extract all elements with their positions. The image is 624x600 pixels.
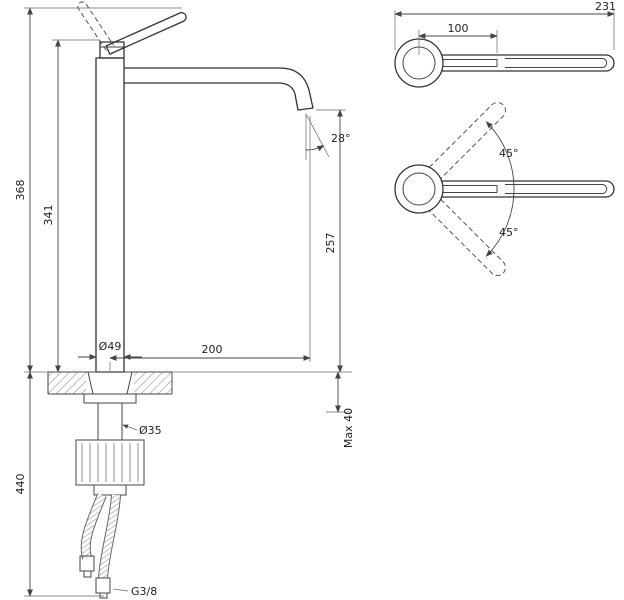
hoses — [79, 493, 121, 599]
front-view: 28° — [14, 1, 355, 599]
hose-fitting-right — [95, 577, 111, 594]
under-deck-assembly — [75, 393, 145, 496]
swing-hub-outer — [394, 164, 444, 214]
swing-down-label: 45° — [499, 226, 519, 239]
flange — [83, 393, 137, 404]
handle-plan-lever — [440, 54, 615, 72]
deck-hatch-left — [48, 372, 86, 394]
dim-grip-length: 100 — [418, 22, 498, 55]
mounting-nut — [75, 439, 145, 486]
dim-body-height: 341 — [42, 39, 100, 373]
handle-length-label: 231 — [595, 0, 616, 13]
top-view-handle: 231 100 — [394, 0, 616, 88]
dim-total-height: 368 — [14, 7, 182, 373]
handle-swing-down-dashed — [428, 198, 506, 276]
threaded-shank — [97, 402, 123, 441]
swing-up-label: 45° — [499, 147, 519, 160]
total-height-label: 368 — [14, 180, 27, 201]
shank-diameter-label: Ø35 — [139, 424, 162, 437]
outlet-height-label: 257 — [324, 233, 337, 254]
dim-outlet-height: 257 — [172, 109, 352, 373]
deck-max-label: Max 40 — [342, 408, 355, 448]
below-deck-label: 440 — [14, 474, 27, 495]
dim-shank-diameter: Ø35 — [122, 424, 162, 437]
dim-handle-length: 231 — [394, 0, 616, 50]
dim-deck-max: Max 40 — [326, 371, 355, 448]
body-height-label: 341 — [42, 205, 55, 226]
spout — [123, 67, 314, 111]
swing-lever-detail — [442, 184, 608, 194]
deck-nut — [87, 371, 133, 395]
faucet-body — [95, 57, 125, 373]
reach-label: 200 — [202, 343, 223, 356]
dim-swing-angles: 45° 45° — [485, 121, 519, 257]
dim-stream-angle: 28° — [305, 113, 351, 160]
dim-thread: G3/8 — [112, 585, 157, 598]
deck-hatch-right — [134, 372, 172, 394]
thread-label: G3/8 — [131, 585, 157, 598]
handle-plan-detail — [442, 58, 608, 68]
swing-lever — [440, 180, 615, 198]
dim-below-deck: 440 — [14, 371, 104, 597]
dim-reach: 200 — [109, 116, 311, 371]
handle-open-dashed — [77, 1, 115, 51]
stream-angle-label: 28° — [331, 132, 351, 145]
base-diameter-label: Ø49 — [99, 340, 122, 353]
dim-base-diameter: Ø49 — [78, 340, 142, 360]
grip-length-label: 100 — [448, 22, 469, 35]
hose-adapter — [93, 484, 127, 496]
countertop — [47, 371, 173, 395]
handle-swing-up-dashed — [428, 102, 506, 180]
handle-lever — [105, 12, 187, 55]
swing-hub-inner — [402, 172, 436, 206]
top-view-swing: 45° 45° — [394, 102, 615, 276]
